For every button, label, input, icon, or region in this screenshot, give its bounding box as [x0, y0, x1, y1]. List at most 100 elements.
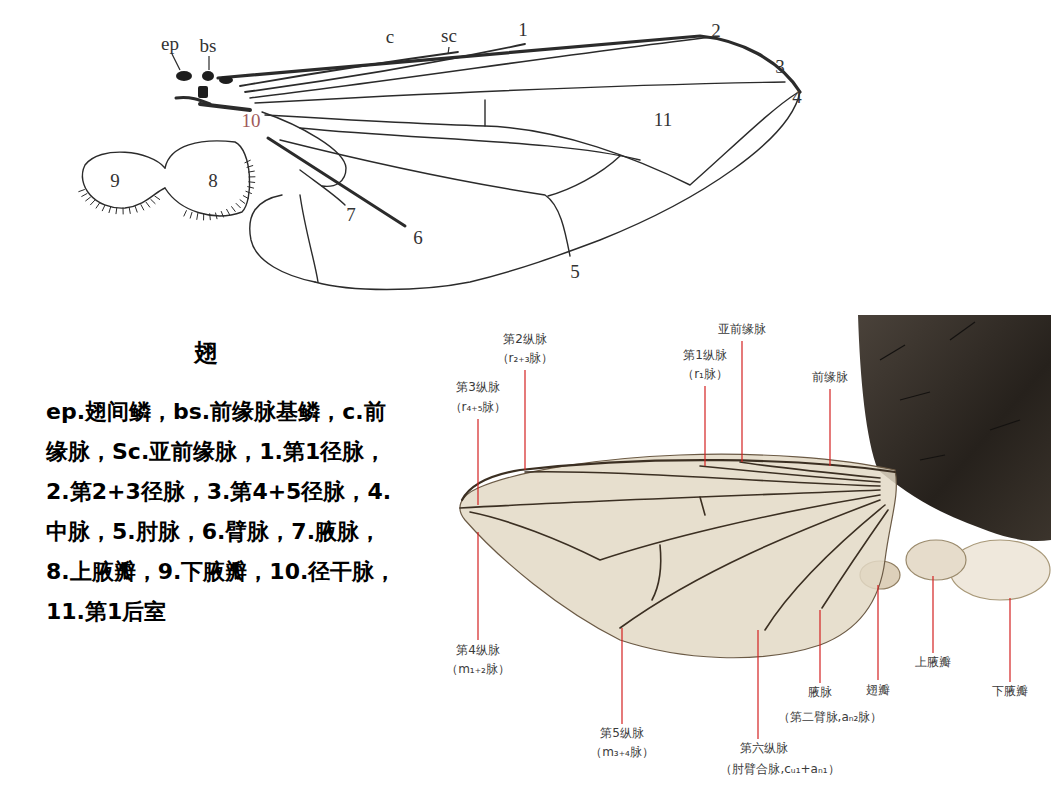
wing-drawing-part — [151, 199, 155, 203]
wing-drawing-part — [1009, 598, 1010, 682]
wing-drawing-part — [280, 140, 570, 256]
callout-label: 5 — [570, 262, 580, 283]
vein-label: 第5纵脉 — [600, 727, 644, 740]
wing-drawing-part — [203, 214, 204, 220]
wing-drawing-part — [621, 628, 622, 724]
wing-drawing-part — [950, 322, 975, 340]
callout-label: 8 — [208, 171, 218, 192]
wing-drawing-part — [246, 191, 252, 193]
wing-drawing-part — [198, 86, 208, 98]
wing-drawing-part — [122, 208, 123, 214]
callout-label: 11 — [654, 110, 672, 131]
wing-drawing-part — [172, 54, 180, 70]
wing-drawing-part — [245, 44, 525, 92]
callout-label: 10 — [242, 111, 261, 132]
wing-drawing-part — [524, 370, 525, 470]
wing-drawing-part — [484, 100, 485, 126]
vein-label: 下腋瓣 — [992, 685, 1028, 698]
wing-drawing-part — [196, 214, 198, 220]
wing-drawing-part — [932, 576, 933, 653]
wing-drawing-part — [82, 152, 165, 208]
wing-drawing-part — [262, 112, 346, 186]
wing-drawing-part — [190, 212, 192, 218]
wing-drawing-part — [240, 52, 458, 86]
wing-drawing-part — [548, 156, 620, 196]
wing-drawing-part — [300, 195, 318, 282]
wing-drawing-part — [704, 386, 705, 466]
wing-drawing-part — [920, 455, 945, 460]
wing-drawing-part — [741, 341, 742, 462]
wing-drawing-part — [525, 472, 880, 486]
wing-drawing-part — [102, 205, 105, 210]
vein-label: 腋脉 — [808, 686, 832, 699]
vein-label: （r₁脉） — [682, 368, 728, 381]
vein-label: 第六纵脉 — [740, 742, 788, 755]
vein-label: 第2纵脉 — [503, 333, 547, 346]
wing-drawing-part — [247, 166, 253, 168]
wing-drawing-part — [249, 176, 255, 177]
wing-drawing-part — [990, 420, 1020, 430]
wing-drawing-part — [91, 200, 95, 204]
wing-drawing-part — [300, 128, 640, 160]
callout-label: sc — [441, 26, 457, 47]
wing-drawing-part — [265, 93, 797, 185]
vein-label: （m₃₊₄脉） — [590, 746, 654, 759]
wing-drawing-part — [109, 207, 111, 213]
wing-drawing-part — [227, 209, 230, 214]
vein-label: （第二臂脉,aₙ₂脉） — [778, 711, 883, 724]
wing-drawing-part — [208, 56, 209, 70]
wing-drawing-part — [700, 466, 880, 482]
wing-drawing-part — [477, 419, 478, 505]
wing-drawing-part — [79, 190, 85, 192]
wing-drawing-part — [877, 585, 878, 680]
wing-drawing-part — [950, 540, 1050, 600]
wing-drawing-part — [470, 495, 880, 560]
wing-drawing-part — [86, 197, 91, 201]
wing-drawing-part — [250, 195, 315, 282]
wing-drawing-part — [757, 630, 758, 739]
vein-label: 上腋瓣 — [915, 656, 951, 669]
figure-caption: ep.翅间鳞，bs.前缘脉基鳞，c.前缘脉，Sc.亚前缘脉，1.第1径脉，2.第… — [46, 392, 402, 632]
wing-drawing-part — [96, 203, 99, 208]
wing-drawing-part — [765, 505, 885, 630]
wing-drawing-part — [248, 171, 254, 173]
vein-label: 第3纵脉 — [456, 381, 500, 394]
wing-drawing-part — [200, 104, 250, 110]
callout-label: 6 — [413, 228, 423, 249]
wing-drawing-part — [448, 47, 449, 54]
wing-drawing-part — [620, 500, 880, 628]
wing-drawing-part — [141, 205, 144, 210]
wing-drawing-part — [880, 322, 1020, 460]
wing-drawing-part — [216, 213, 217, 219]
vein-label: 亚前缘脉 — [718, 323, 766, 336]
wing-drawing-part — [176, 71, 192, 81]
vein-label: 翅瓣 — [866, 684, 890, 697]
wing-drawing-part — [236, 203, 240, 207]
wing-drawing-part — [462, 460, 895, 500]
wing-drawing-part — [652, 545, 661, 600]
wing-drawing-part — [255, 82, 785, 103]
wing-drawing-part — [249, 181, 255, 183]
wing-drawing-part — [460, 460, 895, 630]
wing-drawing-part — [460, 490, 880, 508]
wing-drawing-part — [819, 610, 820, 683]
wing-drawing-part — [202, 71, 214, 81]
callout-label: 7 — [346, 205, 356, 226]
wing-drawing-part — [240, 200, 245, 204]
vein-label: （r₄₊₅脉） — [450, 401, 507, 414]
wing-drawing-part — [209, 214, 211, 220]
wing-drawing-part — [268, 138, 405, 226]
callout-label: 1 — [518, 20, 528, 41]
vein-label: 前缘脉 — [812, 371, 848, 384]
wing-drawing-part — [184, 211, 187, 216]
figure-title: 翅 — [194, 337, 218, 369]
wing-drawing-part — [79, 36, 800, 290]
wing-drawing-part — [700, 497, 705, 515]
wing-drawing-part — [300, 170, 345, 205]
vein-label: （r₂₊₃脉） — [497, 352, 554, 365]
vein-label: 第4纵脉 — [456, 644, 500, 657]
wing-drawing-part — [129, 208, 130, 214]
callout-label: 3 — [775, 57, 785, 78]
callout-label: 4 — [792, 87, 802, 108]
